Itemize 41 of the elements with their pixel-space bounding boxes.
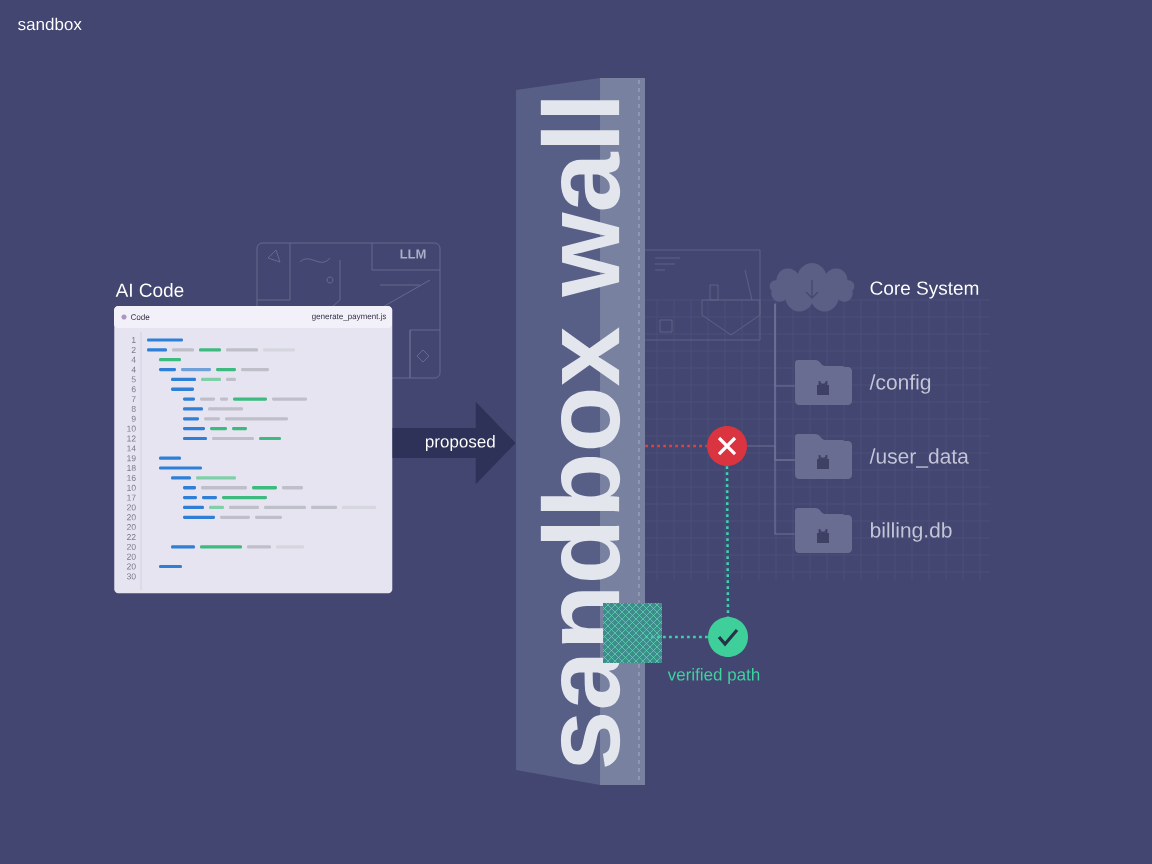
line-number: 4 <box>131 366 136 373</box>
line-number: 20 <box>127 514 136 521</box>
line-number: 17 <box>127 494 136 501</box>
text-label: LLM <box>400 249 426 259</box>
folder-label: /config <box>869 374 931 394</box>
line-number: 20 <box>127 563 136 570</box>
dotted-connector <box>645 635 708 639</box>
folder-label: billing.db <box>870 522 952 542</box>
heading: Core System <box>870 281 979 299</box>
text-label: sandbox <box>18 17 82 31</box>
line-number: 7 <box>131 396 136 403</box>
line-number: 20 <box>127 553 136 560</box>
line-number: 8 <box>131 405 136 412</box>
line-number: 12 <box>127 435 136 442</box>
line-number: 22 <box>127 534 136 540</box>
node-label: verified path <box>667 668 760 684</box>
line-number: 30 <box>126 573 136 580</box>
dotted-connector <box>725 466 730 617</box>
tab-label: Code <box>131 314 150 320</box>
line-number: 18 <box>127 465 136 471</box>
line-number: 19 <box>127 455 136 462</box>
sandbox-wall: sandbox wall <box>516 78 645 785</box>
line-number: 16 <box>127 474 136 481</box>
line-number: 5 <box>131 376 136 383</box>
blocked-icon <box>707 426 747 466</box>
line-number: 14 <box>127 445 136 452</box>
line-number: 1 <box>132 337 136 343</box>
file-name: generate_payment.js <box>312 313 387 321</box>
line-number: 10 <box>127 425 136 432</box>
folder-label: /user_data <box>869 448 969 468</box>
line-number: 20 <box>127 543 136 550</box>
line-number: 4 <box>131 356 136 363</box>
line-number: 6 <box>131 386 136 393</box>
tree-line <box>774 303 796 535</box>
line-number: 10 <box>127 484 136 491</box>
line-number: 20 <box>127 524 136 531</box>
line-number: 20 <box>127 504 136 511</box>
line-number: 9 <box>131 415 136 422</box>
dotted-connector <box>645 444 707 448</box>
line-number: 2 <box>131 346 136 353</box>
heading: AI Code <box>115 283 184 297</box>
